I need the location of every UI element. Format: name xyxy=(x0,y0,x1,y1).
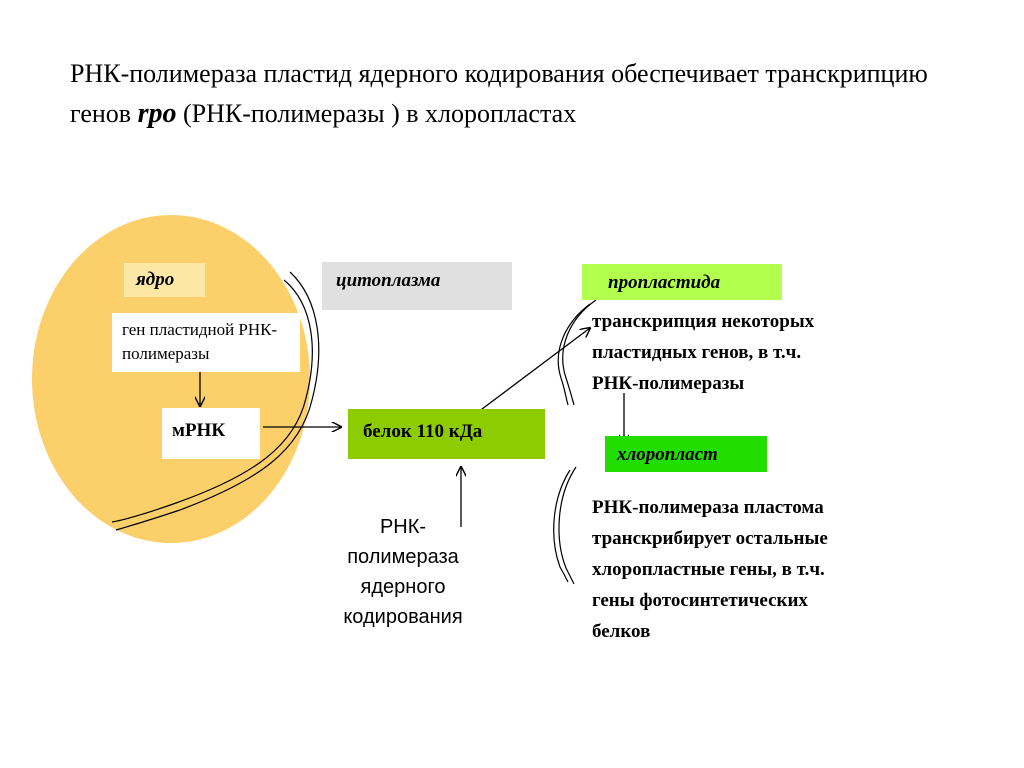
proplastid-membrane-inner xyxy=(557,303,591,406)
proplastid-membrane-outer xyxy=(562,299,597,406)
chloroplast-label: хлоропласт xyxy=(605,436,767,472)
arrow-protein-to-proplastid xyxy=(469,328,590,419)
chloroplast-membrane-outer xyxy=(558,466,577,585)
cytoplasm-label: цитоплазма xyxy=(322,262,512,310)
nucleus-ellipse xyxy=(32,215,310,543)
gene-box: ген пластидной РНК-полимеразы xyxy=(112,313,300,372)
nucleus-label: ядро xyxy=(124,263,205,297)
protein-box: белок 110 кДа xyxy=(348,409,545,459)
gene-name: rpo xyxy=(137,98,177,129)
cell-membrane-outer xyxy=(115,271,320,531)
title-text-2: (РНК-полимеразы ) в хлоропластах xyxy=(176,99,577,128)
gene-box-text: ген пластидной РНК-полимеразы xyxy=(122,320,278,363)
page-title: РНК-полимераза пластид ядерного кодирова… xyxy=(70,54,970,134)
mrna-box-text: мРНК xyxy=(172,420,226,441)
chloroplast-description: РНК-полимераза пластома транскрибирует о… xyxy=(592,497,828,642)
title-text-1: РНК-полимераза пластид ядерного кодирова… xyxy=(70,59,928,128)
cell-membrane-inner xyxy=(111,279,313,523)
mrna-box: мРНК xyxy=(162,408,260,459)
chloroplast-membrane-inner xyxy=(553,469,571,583)
chloroplast-label-text: хлоропласт xyxy=(617,444,718,465)
proplastid-label-text: пропластида xyxy=(608,272,721,293)
cytoplasm-label-text: цитоплазма xyxy=(336,270,441,291)
protein-box-text: белок 110 кДа xyxy=(363,421,483,442)
proplastid-label: пропластида xyxy=(582,264,782,300)
polymerase-caption: РНК- полимераза ядерного кодирования xyxy=(343,516,463,628)
proplastid-description: транскрипция некоторых пластидных генов,… xyxy=(592,311,815,394)
nucleus-label-text: ядро xyxy=(136,269,175,290)
